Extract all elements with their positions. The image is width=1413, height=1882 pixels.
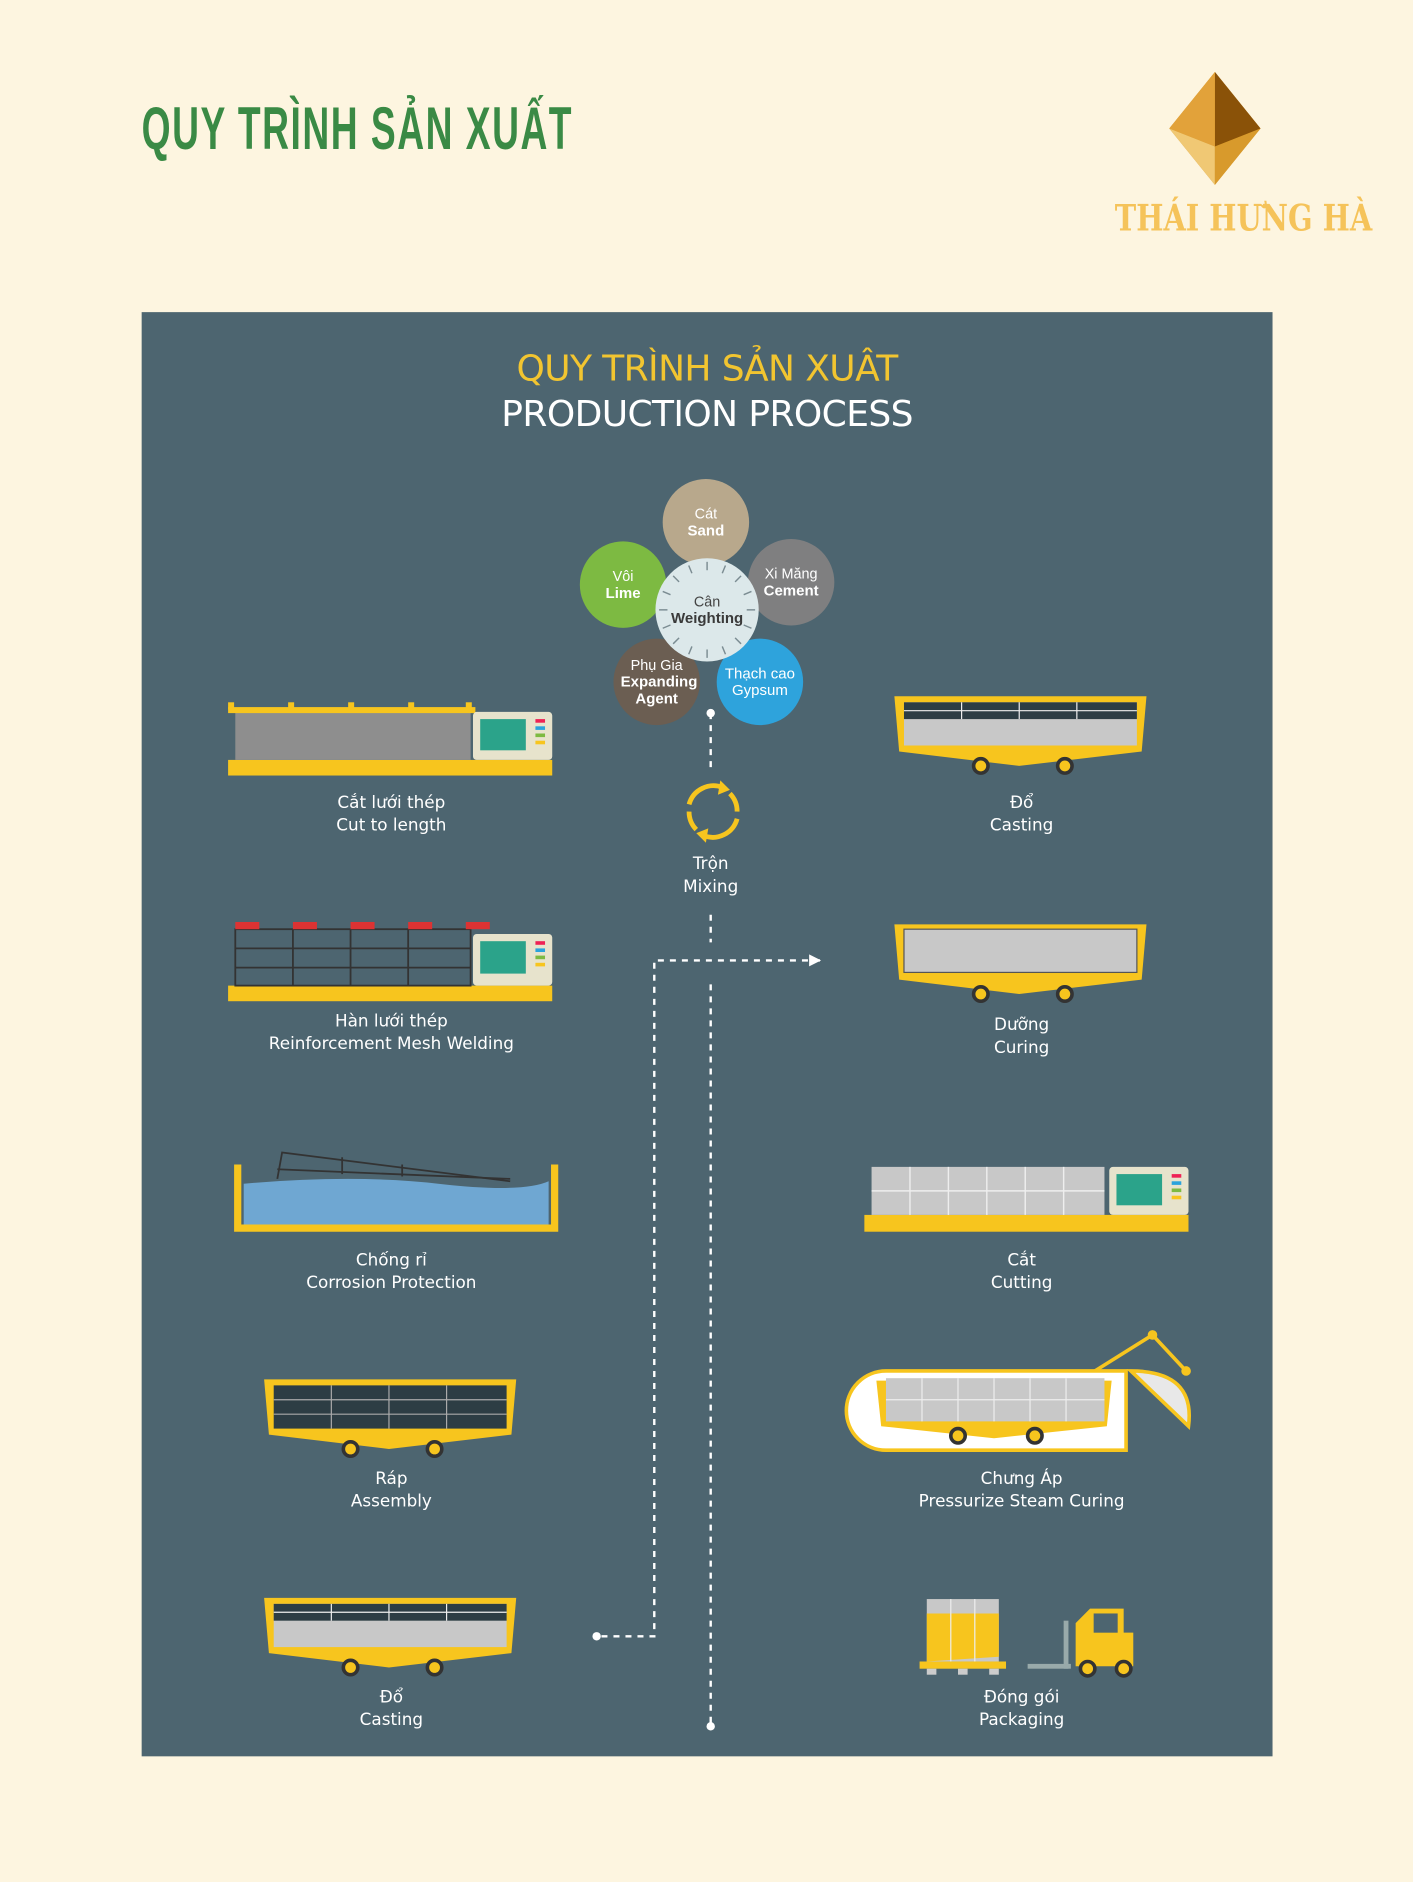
casting-mould-cart-icon bbox=[264, 1597, 517, 1677]
packaging-forklift-icon bbox=[919, 1599, 1134, 1678]
scale-dial-icon bbox=[655, 558, 759, 662]
dial-tick bbox=[672, 637, 680, 645]
mixing-cycle-icon bbox=[686, 780, 740, 843]
brand-logo-text: THÁI HƯNG HÀ bbox=[1114, 198, 1373, 241]
diamond-logo-icon bbox=[1169, 72, 1261, 185]
dial-tick bbox=[743, 624, 752, 629]
dial-tick bbox=[662, 590, 671, 596]
dial-tick bbox=[743, 590, 752, 596]
dial-tick bbox=[734, 637, 742, 645]
dial-tick bbox=[662, 624, 671, 629]
dial-tick bbox=[672, 575, 680, 583]
dial-tick bbox=[734, 575, 742, 583]
assembly-mould-cart-icon bbox=[264, 1379, 517, 1459]
autoclave-icon bbox=[844, 1330, 1192, 1453]
corrosion-protection-tank-icon bbox=[234, 1151, 559, 1232]
curing-cart-icon bbox=[894, 924, 1147, 1004]
cut-to-length-machine-icon bbox=[228, 702, 553, 776]
dial-tick bbox=[688, 646, 693, 655]
dial-tick bbox=[721, 646, 727, 655]
dial-tick bbox=[721, 565, 727, 574]
cutting-machine-icon bbox=[864, 1166, 1189, 1232]
panel-title-en: PRODUCTION PROCESS bbox=[501, 393, 913, 436]
dial-tick bbox=[688, 565, 693, 574]
casting-cart-icon bbox=[894, 696, 1147, 775]
mesh-welding-machine-icon bbox=[228, 921, 553, 1002]
page-title: QUY TRÌNH SẢN XUẤT bbox=[141, 94, 574, 163]
panel-title-vi: QUY TRÌNH SẢN XUÂT bbox=[516, 348, 898, 391]
